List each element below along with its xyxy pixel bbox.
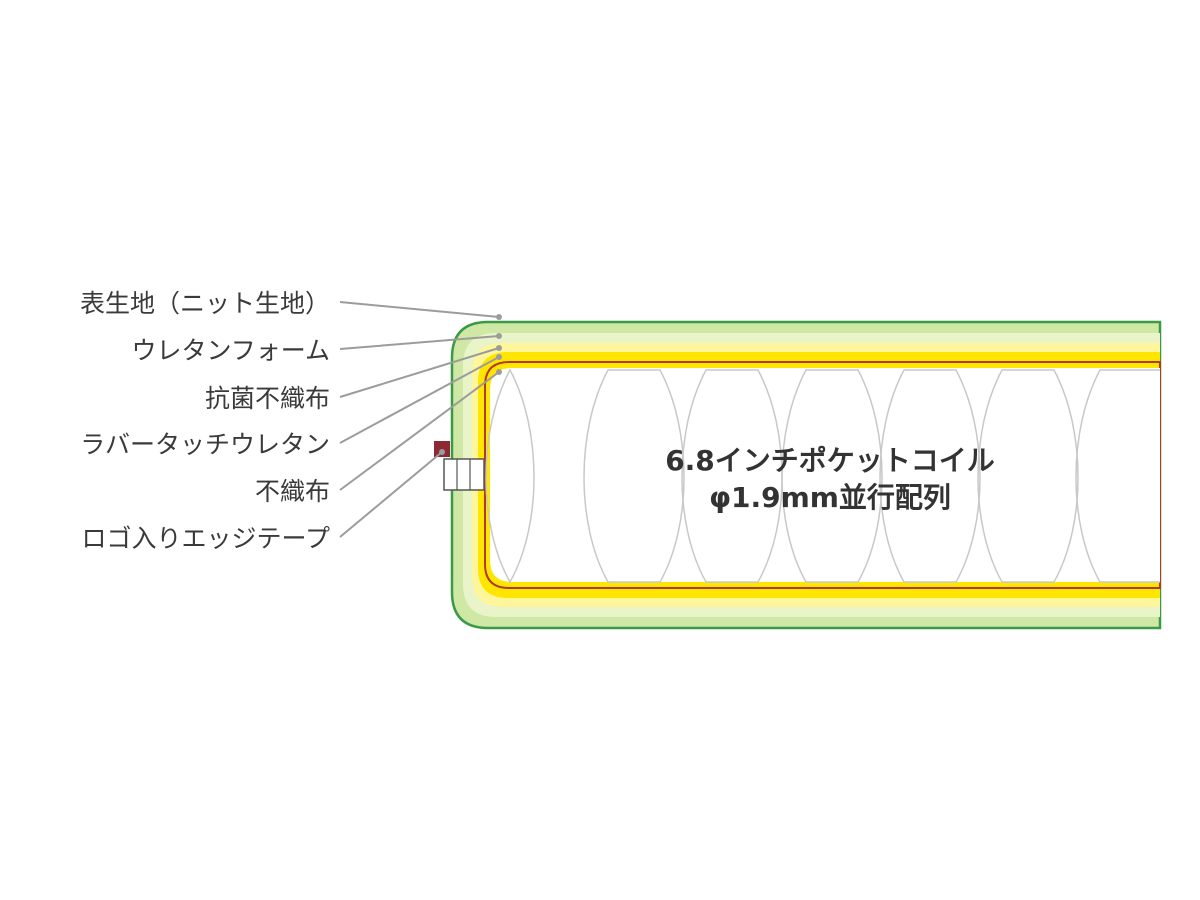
pocket-coil [879, 369, 981, 583]
pocket-coil [1075, 369, 1160, 583]
leader-dot-foam [496, 333, 502, 339]
leader-line-edge-tape [339, 451, 443, 538]
leader-dot-cover [496, 314, 502, 320]
leader-line-rubber [339, 356, 500, 444]
leader-line-antibacterial [339, 347, 500, 398]
leader-dot-rubber [496, 354, 502, 360]
pocket-coil [485, 368, 535, 584]
pocket-coil [781, 369, 883, 583]
mattress-cross-section: 6.8インチポケットコイル φ1.9mm並行配列 [434, 320, 1162, 630]
pocket-coils [485, 368, 1160, 584]
leader-line-foam [339, 335, 500, 350]
pocket-coil [681, 369, 783, 583]
leader-line-cover [339, 301, 500, 318]
label-cover-fabric: 表生地（ニット生地） [80, 289, 330, 318]
core-subtitle: φ1.9mm並行配列 [709, 481, 951, 514]
leader-dot-antibacterial [496, 345, 502, 351]
core-title: 6.8インチポケットコイル [665, 444, 995, 477]
coil-core-area [490, 368, 1160, 582]
leader-lines [339, 301, 502, 538]
leader-dot-nonwoven [496, 369, 502, 375]
label-antibacterial-nonwoven: 抗菌不織布 [205, 384, 330, 413]
edge-tape [443, 458, 485, 491]
label-nonwoven: 不織布 [255, 477, 330, 506]
label-urethane-foam: ウレタンフォーム [131, 336, 330, 365]
leader-dot-edge-tape [439, 449, 445, 455]
leader-line-nonwoven [339, 371, 500, 491]
pocket-coil [977, 369, 1079, 583]
pocket-coil [583, 369, 685, 583]
label-logo-edge-tape: ロゴ入りエッジテープ [81, 524, 330, 553]
label-rubber-touch-urethane: ラバータッチウレタン [80, 430, 330, 459]
layer-labels: 表生地（ニット生地） ウレタンフォーム 抗菌不織布 ラバータッチウレタン 不織布… [80, 289, 330, 553]
